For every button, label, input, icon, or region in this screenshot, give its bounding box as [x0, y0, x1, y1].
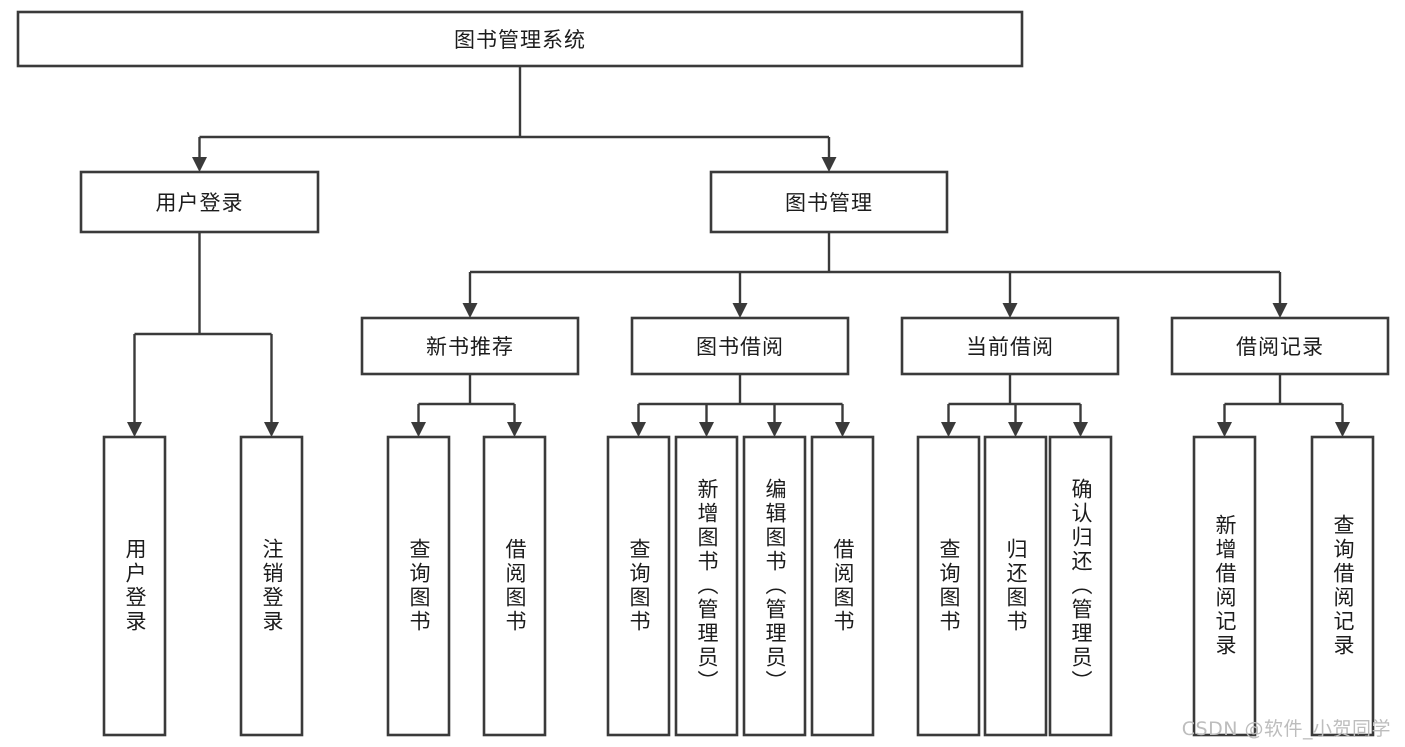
userlogin-to-leaf-0-arrowhead	[127, 422, 142, 437]
leaf-node-box-1[interactable]	[239, 435, 304, 737]
leaf-node-box-4[interactable]	[606, 435, 671, 737]
level3-node-box-1[interactable]	[630, 316, 850, 376]
bookmgmt-to-level3-3-arrowhead	[1272, 303, 1288, 318]
bookmgmt-to-level3-0-arrowhead	[462, 303, 478, 318]
group-2-to-leaf-0-arrowhead	[941, 422, 956, 437]
level3-node-box-3[interactable]	[1170, 316, 1390, 376]
group-1-to-leaf-3-arrowhead	[835, 422, 850, 437]
level2-node-box-1[interactable]	[709, 170, 949, 234]
bookmgmt-to-level3-2-arrowhead	[1002, 303, 1018, 318]
leaf-node-box-7[interactable]	[810, 435, 875, 737]
group-1-to-leaf-1-arrowhead	[699, 422, 714, 437]
level3-node-box-2[interactable]	[900, 316, 1120, 376]
leaf-node-box-2[interactable]	[386, 435, 451, 737]
leaf-node-box-6[interactable]	[742, 435, 807, 737]
leaf-node-box-8[interactable]	[916, 435, 981, 737]
root-to-level2-0-arrowhead	[192, 157, 207, 172]
group-1-to-leaf-0-arrowhead	[631, 422, 646, 437]
group-3-to-leaf-1-arrowhead	[1335, 422, 1350, 437]
leaf-node-box-9[interactable]	[983, 435, 1048, 737]
root-node-box[interactable]	[16, 10, 1024, 68]
userlogin-to-leaf-1-arrowhead	[264, 422, 279, 437]
root-to-level2-1-arrowhead	[821, 157, 837, 172]
group-3-to-leaf-0-arrowhead	[1217, 422, 1232, 437]
leaf-node-box-12[interactable]	[1310, 435, 1375, 737]
leaf-node-box-10[interactable]	[1048, 435, 1113, 737]
leaf-node-box-11[interactable]	[1192, 435, 1257, 737]
level2-node-box-0[interactable]	[79, 170, 320, 234]
group-1-to-leaf-2-arrowhead	[767, 422, 782, 437]
node-boxes	[16, 10, 1390, 737]
level3-node-box-0[interactable]	[360, 316, 580, 376]
bookmgmt-to-level3-1-arrowhead	[732, 303, 748, 318]
connector-lines	[127, 66, 1350, 437]
leaf-node-box-0[interactable]	[102, 435, 167, 737]
leaf-node-box-3[interactable]	[482, 435, 547, 737]
group-2-to-leaf-1-arrowhead	[1008, 422, 1023, 437]
group-0-to-leaf-1-arrowhead	[507, 422, 522, 437]
group-2-to-leaf-2-arrowhead	[1073, 422, 1088, 437]
leaf-node-box-5[interactable]	[674, 435, 739, 737]
group-0-to-leaf-0-arrowhead	[411, 422, 426, 437]
